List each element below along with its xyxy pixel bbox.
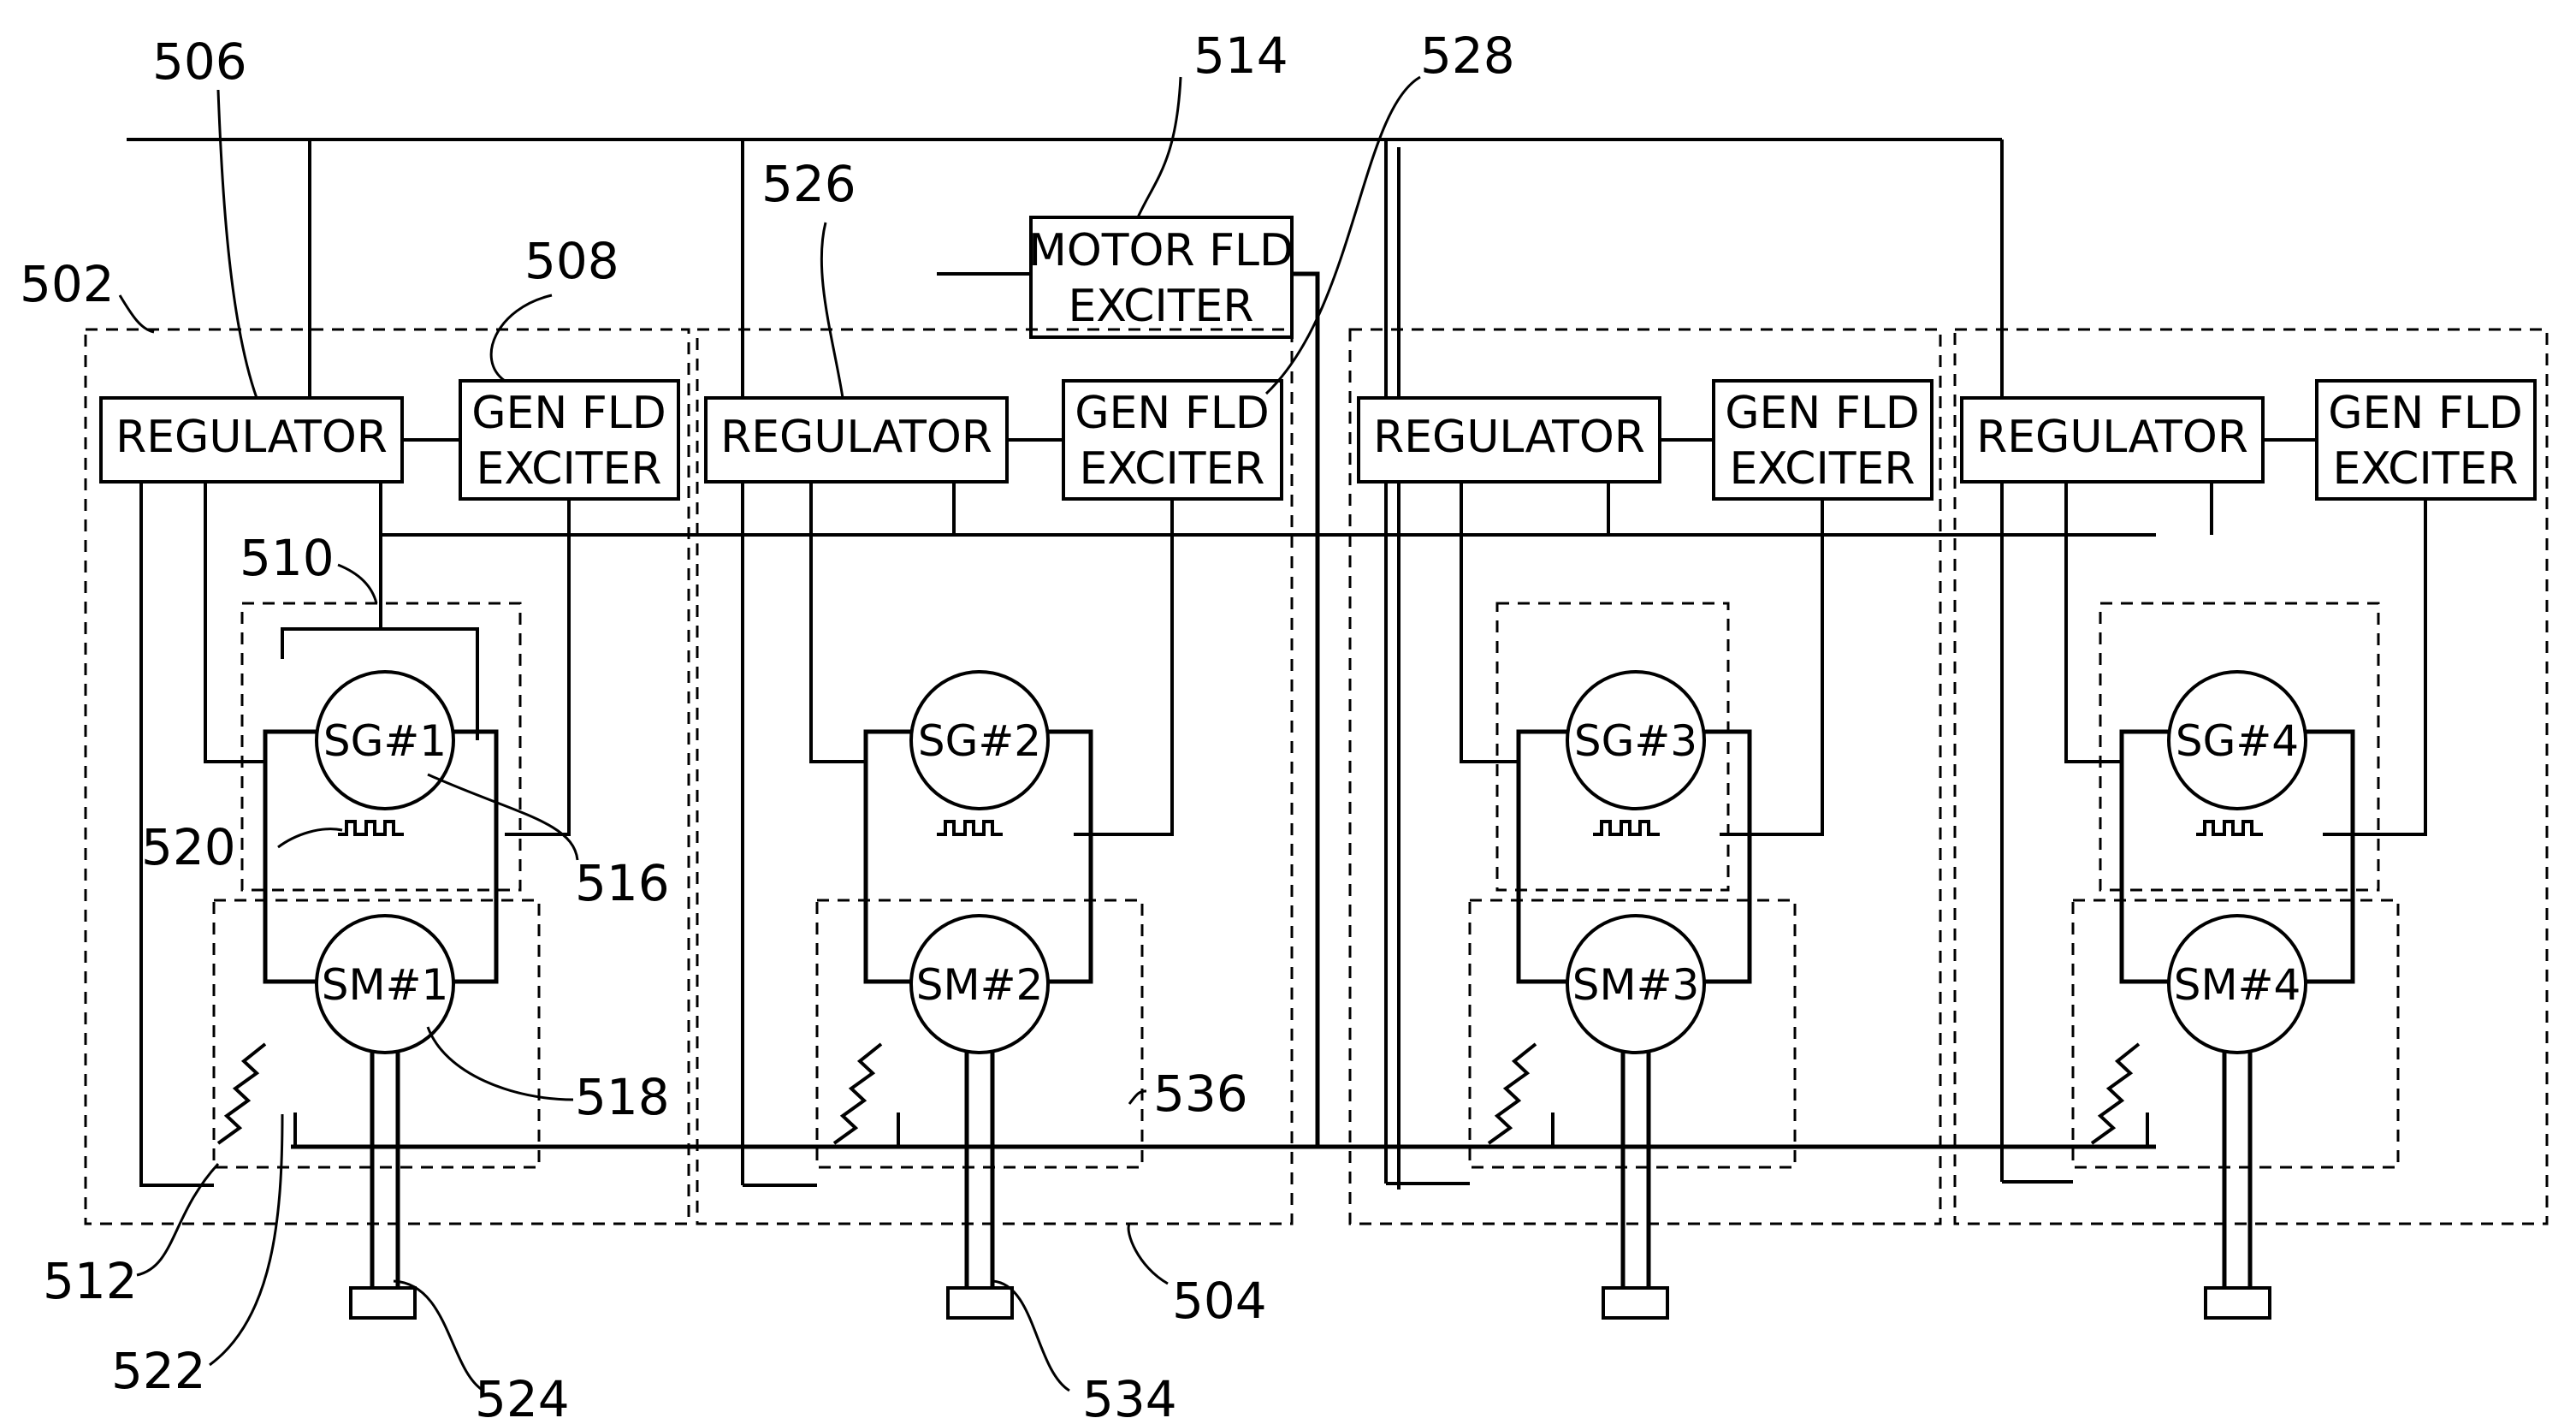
svg-text:EXCITER: EXCITER — [1729, 443, 1915, 495]
svg-text:REGULATOR: REGULATOR — [1373, 412, 1645, 463]
ref-514: 514 — [1193, 27, 1288, 85]
sg-1-label: SG#1 — [323, 716, 447, 766]
motor-field-winding-2 — [834, 1044, 881, 1143]
ref-508: 508 — [524, 232, 619, 290]
ref-528: 528 — [1420, 27, 1515, 85]
svg-text:REGULATOR: REGULATOR — [720, 412, 992, 463]
svg-text:GEN FLD: GEN FLD — [2328, 388, 2523, 439]
svg-text:GEN FLD: GEN FLD — [1725, 388, 1920, 439]
svg-text:SM#3: SM#3 — [1572, 960, 1700, 1010]
generator-field-winding-4 — [2196, 822, 2263, 834]
ref-536: 536 — [1153, 1065, 1248, 1123]
motor-field-exciter: MOTOR FLD EXCITER — [1028, 217, 1294, 337]
svg-text:SM#4: SM#4 — [2174, 960, 2301, 1010]
svg-text:SG#3: SG#3 — [1574, 716, 1697, 766]
svg-text:EXCITER: EXCITER — [476, 443, 661, 495]
ref-520: 520 — [141, 818, 236, 876]
motor-field-winding-3 — [1489, 1044, 1536, 1143]
propeller-4 — [2206, 1288, 2270, 1318]
channel-2: REGULATOR GEN FLD EXCITER SG#2 SM#2 — [697, 329, 1292, 1318]
channel-4: REGULATOR GEN FLD EXCITER SG#4 SM#4 — [1955, 329, 2547, 1318]
ref-502: 502 — [20, 255, 115, 313]
svg-text:SG#4: SG#4 — [2176, 716, 2299, 766]
motor-field-winding-4 — [2092, 1044, 2139, 1143]
motor-fld-label-2: EXCITER — [1068, 281, 1253, 332]
ref-534: 534 — [1082, 1370, 1177, 1424]
ref-526: 526 — [761, 155, 856, 213]
ref-506: 506 — [152, 33, 247, 91]
svg-text:EXCITER: EXCITER — [2332, 443, 2518, 495]
motor-field-winding-1 — [218, 1044, 265, 1143]
ref-504: 504 — [1172, 1272, 1267, 1330]
ref-512: 512 — [43, 1252, 138, 1310]
svg-text:EXCITER: EXCITER — [1079, 443, 1264, 495]
generator-field-winding-2 — [937, 822, 1003, 834]
svg-text:REGULATOR: REGULATOR — [1976, 412, 2248, 463]
svg-text:GEN FLD: GEN FLD — [471, 388, 666, 439]
channel-3: REGULATOR GEN FLD EXCITER SG#3 SM#3 — [1350, 329, 1940, 1318]
motor-fld-label-1: MOTOR FLD — [1028, 225, 1294, 276]
ref-524: 524 — [475, 1370, 570, 1424]
propeller-2 — [948, 1288, 1012, 1318]
svg-text:GEN FLD: GEN FLD — [1075, 388, 1270, 439]
ref-522: 522 — [111, 1342, 206, 1400]
regulator-1-label: REGULATOR — [115, 412, 388, 463]
exciter-control-bus — [282, 482, 2212, 659]
propeller-1 — [351, 1288, 415, 1318]
propeller-3 — [1603, 1288, 1667, 1318]
svg-text:SM#2: SM#2 — [916, 960, 1044, 1010]
ref-518: 518 — [575, 1068, 670, 1126]
svg-text:SG#2: SG#2 — [918, 716, 1041, 766]
sm-1-label: SM#1 — [322, 960, 449, 1010]
ref-510: 510 — [240, 529, 335, 587]
generator-field-winding-3 — [1593, 822, 1660, 834]
generator-field-winding-1 — [338, 822, 404, 834]
ref-516: 516 — [575, 854, 670, 912]
